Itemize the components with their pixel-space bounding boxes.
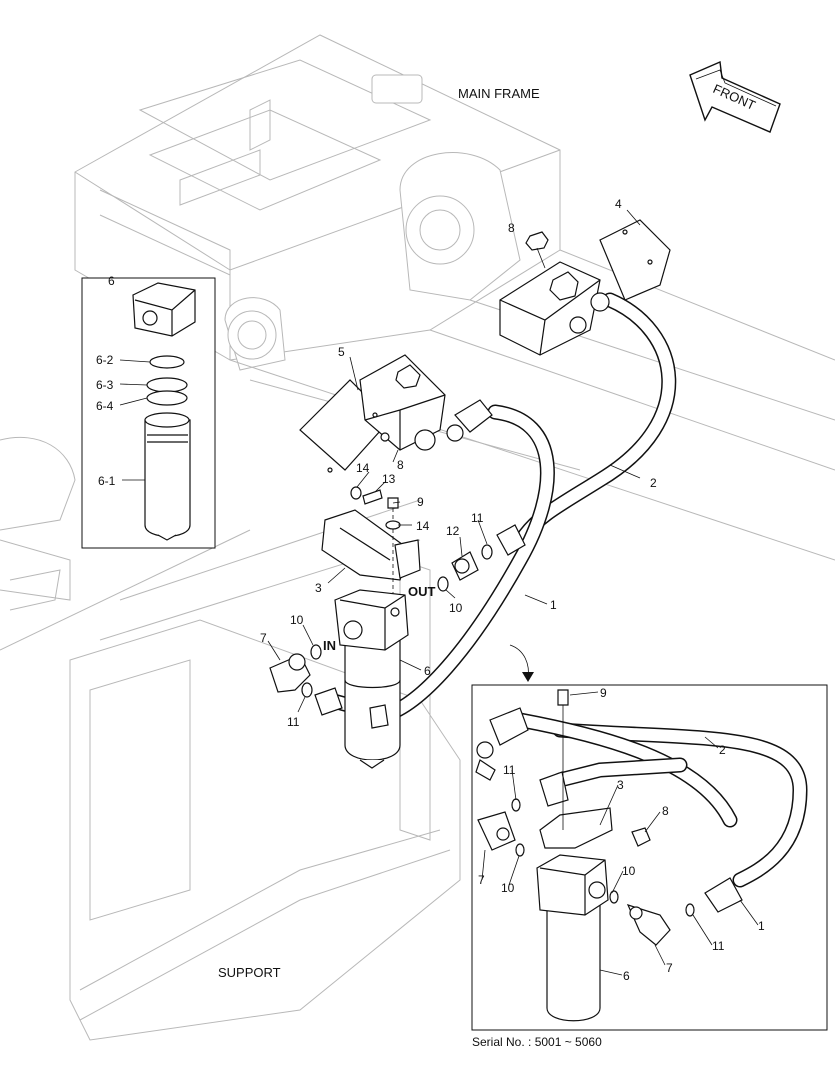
callout-10-in: 10	[290, 613, 304, 627]
leader-lines	[119, 209, 759, 976]
part-5-valve-block	[299, 354, 493, 473]
serial-number-label: Serial No. : 5001 ~ 5060	[472, 1035, 602, 1049]
callout-14-mid: 14	[416, 519, 430, 533]
part-3-bracket	[321, 509, 421, 581]
support-label: SUPPORT	[218, 965, 281, 980]
part-7-elbow-main	[269, 653, 311, 693]
fitting-hose1-end	[314, 687, 389, 729]
callout-6-inset-serial: 6	[623, 969, 630, 983]
out-label: OUT	[408, 584, 436, 599]
oring-11-upper	[481, 544, 493, 560]
callout-6-inset: 6	[108, 274, 115, 288]
callout-7-inset-left: 7	[478, 873, 485, 887]
part-4-valve-block	[499, 219, 671, 356]
callout-7-inset-right: 7	[666, 961, 673, 975]
part-6-filter	[334, 589, 409, 769]
callout-6-main: 6	[424, 664, 431, 678]
callout-8-inset: 8	[662, 804, 669, 818]
callout-5: 5	[338, 345, 345, 359]
oring-11-lower	[301, 682, 313, 698]
callout-10-out: 10	[449, 601, 463, 615]
callout-9-main: 9	[417, 495, 424, 509]
callout-6-2: 6-2	[96, 353, 114, 367]
part-12-adapter	[451, 551, 479, 581]
bolt-13	[362, 489, 383, 505]
callout-4: 4	[615, 197, 622, 211]
callout-2-inset: 2	[719, 743, 726, 757]
callout-3-main: 3	[315, 581, 322, 595]
callout-7-main: 7	[260, 631, 267, 645]
callout-6-4: 6-4	[96, 399, 114, 413]
callout-6-3: 6-3	[96, 378, 114, 392]
callout-2-main: 2	[650, 476, 657, 490]
callout-8-mid: 8	[397, 458, 404, 472]
front-arrow: FRONT	[689, 60, 781, 133]
inset-filter-box	[81, 277, 216, 549]
in-label: IN	[323, 638, 336, 653]
bolt-8-top	[525, 231, 549, 269]
callout-14-top: 14	[356, 461, 370, 475]
callout-labels: 4 8 5 8 2 1 14 13 9 14 12 11 3 OUT 10 10…	[96, 197, 765, 983]
callout-8-top: 8	[508, 221, 515, 235]
callout-10-inset-right: 10	[622, 864, 636, 878]
callout-13: 13	[382, 472, 396, 486]
callout-11-inset-right: 11	[712, 939, 725, 953]
washer-14-right	[385, 520, 401, 530]
callout-1-inset: 1	[758, 919, 765, 933]
callout-1-main: 1	[550, 598, 557, 612]
callout-11-lower: 11	[287, 715, 300, 729]
oring-10-in	[310, 644, 322, 660]
fitting-hose2-end	[496, 524, 526, 556]
callout-6-1: 6-1	[98, 474, 116, 488]
washer-14-left	[350, 486, 362, 500]
callout-10-inset-left: 10	[501, 881, 515, 895]
callout-3-inset: 3	[617, 778, 624, 792]
oring-10-out	[437, 576, 449, 592]
callout-12: 12	[446, 524, 460, 538]
callout-9-inset: 9	[600, 686, 607, 700]
callout-11-upper: 11	[471, 511, 484, 525]
inset-serial-box	[471, 684, 828, 1031]
callout-11-inset-left: 11	[503, 763, 516, 777]
main-frame-label: MAIN FRAME	[458, 86, 540, 101]
